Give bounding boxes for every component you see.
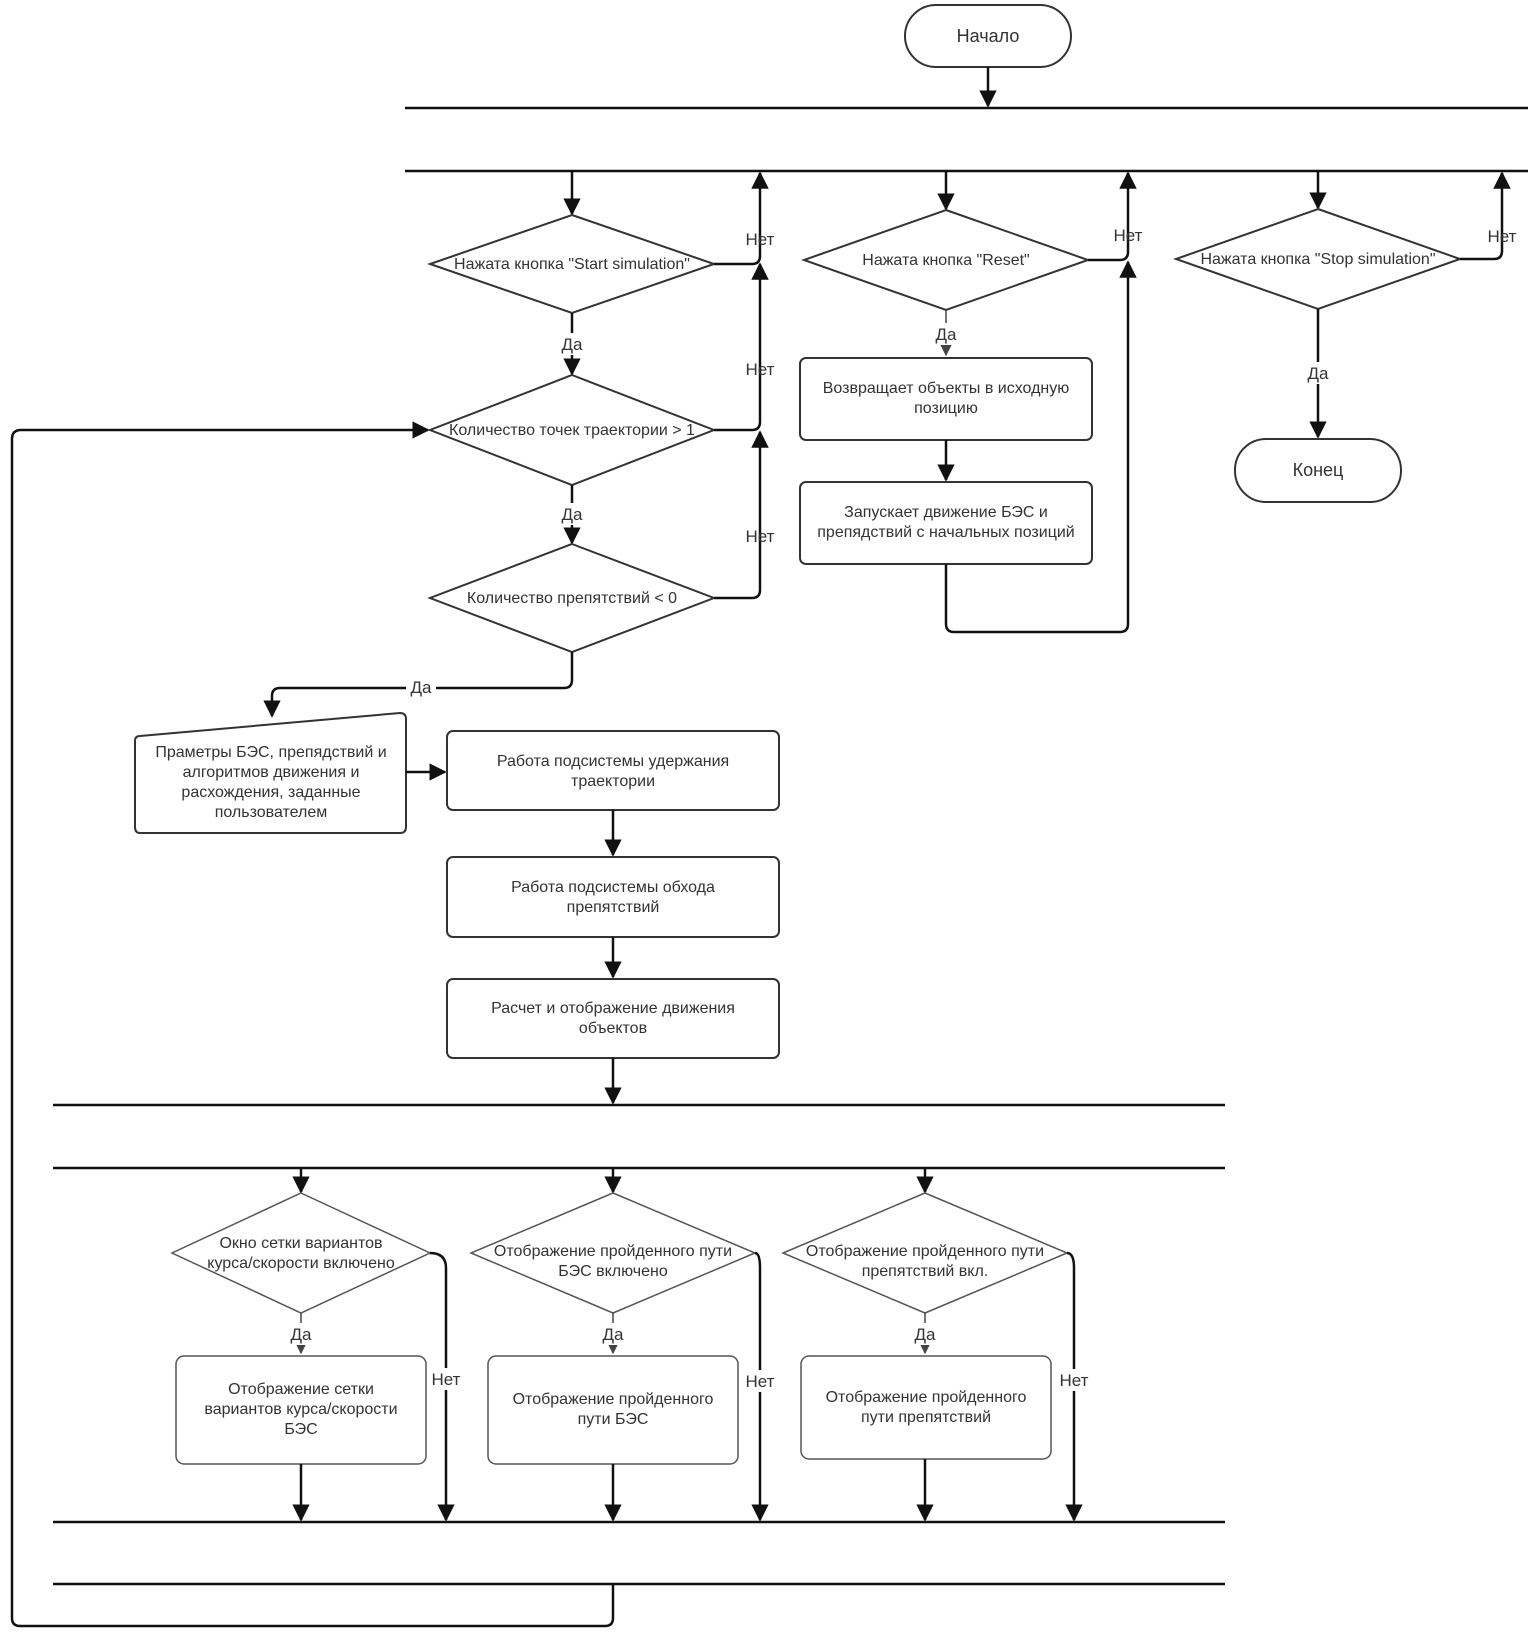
- process-return-objects: [799, 357, 1093, 441]
- end-label: Конец: [1293, 460, 1344, 480]
- process-grid-display-text-2: вариантов курса/скорости: [204, 1401, 397, 1418]
- process-grid-display-text-3: БЭС: [284, 1421, 317, 1438]
- no-loop-obstacles: [714, 430, 769, 600]
- process-launch-motion: [799, 481, 1093, 565]
- yes-label: Да: [562, 505, 584, 524]
- yes-label: Да: [603, 1325, 625, 1344]
- decision-grid-window-text-2: курса/скорости включено: [207, 1255, 395, 1272]
- no-label: Нет: [746, 360, 775, 379]
- params-text-3: расхождения, заданные: [181, 784, 360, 801]
- yes-label: Да: [936, 325, 958, 344]
- process-launch-motion-text-1: Запускает движение БЭС и: [844, 504, 1048, 521]
- no-label: Нет: [746, 230, 775, 249]
- yes-label: Да: [411, 678, 433, 697]
- decision-path-obstacles-text-2: препятствий вкл.: [862, 1263, 989, 1280]
- process-obstacle-avoidance: [446, 856, 780, 938]
- yes-label: Да: [562, 335, 584, 354]
- no-path-grid: [429, 1251, 455, 1522]
- process-path-bes-display-text-1: Отображение пройденного: [513, 1391, 714, 1408]
- process-trajectory-keeping-text-2: траектории: [571, 773, 655, 790]
- params-text-2: алгоритмов движения и: [183, 764, 360, 781]
- no-label: Нет: [432, 1370, 461, 1389]
- params-text-1: Праметры БЭС, препядствий и: [155, 744, 386, 761]
- decision-path-bes-text-1: Отображение пройденного пути: [494, 1243, 732, 1260]
- end-terminal: [1234, 438, 1402, 503]
- main-loop-back: [10, 421, 615, 1628]
- decision-grid-window-text-1: Окно сетки вариантов: [219, 1235, 382, 1252]
- process-grid-display-text-1: Отображение сетки: [228, 1381, 374, 1398]
- no-label: Нет: [1060, 1371, 1089, 1390]
- no-loop-start-sim: [714, 171, 769, 266]
- no-label: Нет: [1114, 226, 1143, 245]
- process-trajectory-keeping: [446, 730, 780, 811]
- process-return-objects-text-1: Возвращает объекты в исходную: [823, 380, 1070, 397]
- process-calc-display-text-2: объектов: [579, 1020, 647, 1037]
- process-calc-display-text-1: Расчет и отображение движения: [491, 1000, 735, 1017]
- process-path-obstacles-display: [800, 1355, 1052, 1460]
- process-launch-motion-text-2: препядствий с начальных позиций: [817, 524, 1074, 541]
- decision-start-simulation-text: Нажата кнопка "Start simulation": [454, 256, 690, 273]
- params-input: [134, 711, 407, 834]
- no-label: Нет: [746, 527, 775, 546]
- decision-path-obstacles-text-1: Отображение пройденного пути: [806, 1243, 1044, 1260]
- process-path-bes-display-text-2: пути БЭС: [578, 1411, 649, 1428]
- decision-obstacles-count-text: Количество препятствий < 0: [467, 590, 677, 607]
- no-path-bes: [751, 1251, 769, 1522]
- process-trajectory-keeping-text-1: Работа подсистемы удержания: [497, 753, 729, 770]
- reset-loop-back: [944, 260, 1137, 634]
- process-obstacle-avoidance-text-2: препятствий: [567, 899, 660, 916]
- process-calc-display: [446, 978, 780, 1059]
- process-path-bes-display: [487, 1355, 739, 1465]
- no-label: Нет: [746, 1372, 775, 1391]
- decision-reset-text: Нажата кнопка "Reset": [862, 252, 1029, 269]
- process-path-obstacles-display-text-1: Отображение пройденного: [826, 1389, 1027, 1406]
- decision-trajectory-points-text: Количество точек траектории > 1: [449, 422, 695, 439]
- decision-stop-simulation-text: Нажата кнопка "Stop simulation": [1200, 251, 1435, 268]
- decision-path-bes-text-2: БЭС включено: [558, 1263, 668, 1280]
- process-return-objects-text-2: позицию: [914, 400, 978, 417]
- yes-label: Да: [291, 1325, 313, 1344]
- no-path-obstacles: [1065, 1251, 1083, 1522]
- params-text-4: пользователем: [215, 804, 328, 821]
- no-label: Нет: [1488, 227, 1517, 246]
- process-path-obstacles-display-text-2: пути препятствий: [861, 1409, 991, 1426]
- process-obstacle-avoidance-text-1: Работа подсистемы обхода: [511, 879, 715, 896]
- decision-grid-window: [170, 1192, 432, 1314]
- no-loop-trajectory: [714, 262, 769, 432]
- yes-label: Да: [915, 1325, 937, 1344]
- no-loop-stop-sim: [1460, 171, 1511, 261]
- no-loop-reset: [1088, 171, 1137, 262]
- start-label: Начало: [957, 26, 1020, 46]
- yes-label: Да: [1308, 364, 1330, 383]
